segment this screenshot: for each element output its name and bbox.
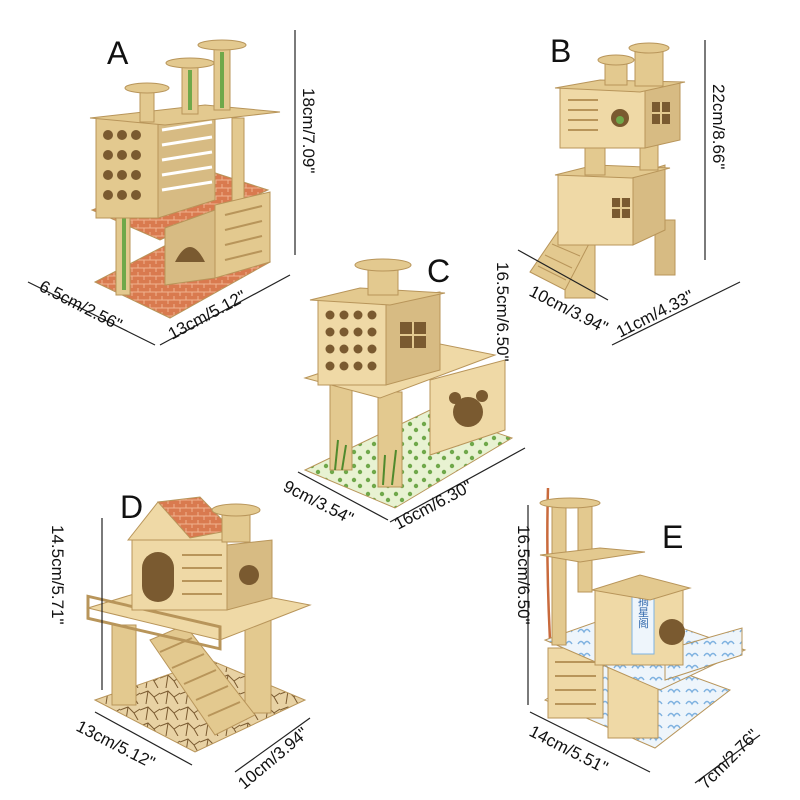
product-e-image: 摘星阁: [539, 487, 747, 749]
label-a: A: [107, 35, 129, 71]
e-width: 7cm/2.76": [695, 726, 762, 793]
e-sign-text: 摘星阁: [637, 594, 650, 629]
label-c: C: [427, 253, 450, 289]
d-height: 14.5cm/5.71": [48, 525, 67, 625]
label-d: D: [120, 489, 143, 525]
product-d-image: [86, 496, 312, 753]
product-a-image: [89, 39, 281, 319]
product-b-image: [529, 42, 686, 299]
label-e: E: [662, 519, 683, 555]
b-height: 22cm/8.66": [709, 84, 728, 169]
d-width: 10cm/3.94": [234, 724, 312, 793]
e-height: 16.5cm/6.50": [514, 525, 533, 625]
product-c-image: [303, 258, 514, 509]
a-height: 18cm/7.09": [299, 88, 318, 173]
label-b: B: [550, 33, 571, 69]
e-depth: 14cm/5.51": [526, 722, 611, 778]
b-width: 11cm/4.33": [613, 286, 697, 341]
c-height: 16.5cm/6.50": [493, 262, 512, 362]
